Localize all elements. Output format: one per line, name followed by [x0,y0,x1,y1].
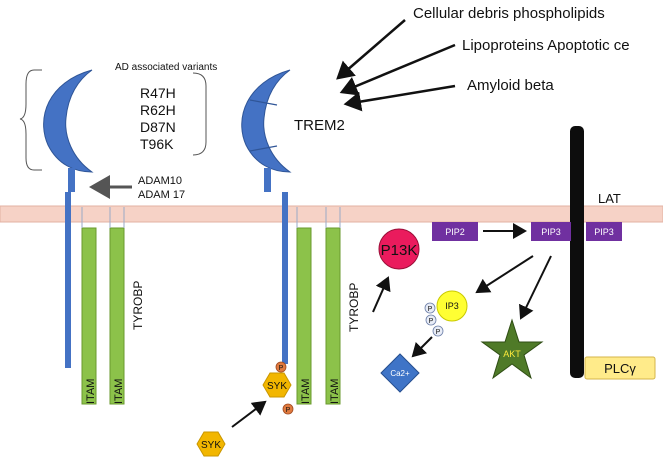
ligand-arrow [339,43,456,96]
phospho-circle-small [425,314,437,326]
ligand-label: Lipoproteins Apoptotic ce [462,37,630,54]
plc-box [584,356,656,380]
variant-item: D87N [140,119,176,135]
lat-label: LAT [598,191,621,206]
pip3-akt-arrow [519,255,552,320]
cell-membrane [0,205,663,223]
itam-bar-left-2 [109,227,125,405]
ligand-label: Amyloid beta [467,77,554,94]
akt-label: AKT [503,349,521,359]
itam-label: ITAM [113,379,125,404]
trem2-crescent-left [43,69,94,173]
itam-bar-right-2 [325,227,341,405]
pip3-label: PIP3 [541,227,561,237]
pip2-label: PIP2 [445,227,465,237]
variant-item: R47H [140,85,176,101]
plc-label: PLCγ [604,361,636,376]
trem2-left [43,69,94,368]
pi3k-circle [378,228,420,270]
itam-label: ITAM [300,379,312,404]
phospho-circle-small [432,325,444,337]
variant-item: T96K [140,136,174,152]
trem2-label: TREM2 [294,117,345,134]
ip3-ca-arrow [411,336,433,358]
trem2-tm-left [65,192,71,368]
trem2-stalk-right [264,168,271,192]
ligand-label: Cellular debris phospholipids [413,5,605,22]
variant-bracket-right [192,72,207,156]
ca-diamond [380,353,420,393]
ca-label: Ca2+ [390,369,410,378]
pi3k-arrow [372,276,391,313]
phospho-circle [282,403,294,415]
tyrobp-label-left: TYROBP [131,281,145,330]
akt-star [480,318,544,380]
trem2-stalk-left [68,168,75,192]
syk-label: SYK [267,381,287,392]
pip3-box-lat [586,222,622,241]
variants-header: AD associated variants [115,62,217,73]
adam10-label: ADAM10 [138,175,182,187]
trem2-right [241,69,292,364]
pip3-ip3-arrow [475,255,534,294]
svg-text:P: P [279,365,284,372]
trem2-crescent-right [241,69,292,173]
variant-bracket-left [19,69,42,171]
svg-text:P: P [286,407,291,414]
pip3-box [531,222,571,241]
syk-arrow [231,400,267,428]
ip3-circle [436,290,468,322]
ip3-label: IP3 [445,301,459,311]
lat-bar [570,126,584,378]
trem2-tm-right [282,192,288,364]
variant-item: R62H [140,102,176,118]
syk-label: SYK [201,440,221,451]
syk-hexagon-bound [262,372,292,398]
ligand-arrow [343,84,456,112]
pip2-box [432,222,478,241]
svg-text:P: P [428,306,433,313]
phospho-circle-small [424,302,436,314]
pip3-label: PIP3 [594,227,614,237]
syk-hexagon-free [196,431,226,457]
ligand-arrow [336,19,406,80]
phospho-circle [275,361,287,373]
itam-label: ITAM [85,379,97,404]
svg-text:P: P [429,318,434,325]
itam-bar-left-1 [81,227,97,405]
itam-label: ITAM [329,379,341,404]
svg-text:P: P [436,329,441,336]
itam-bar-right-1 [296,227,312,405]
adam17-label: ADAM 17 [138,189,185,201]
tyrobp-label-right: TYROBP [347,283,361,332]
pi3k-label: P13K [381,242,418,259]
